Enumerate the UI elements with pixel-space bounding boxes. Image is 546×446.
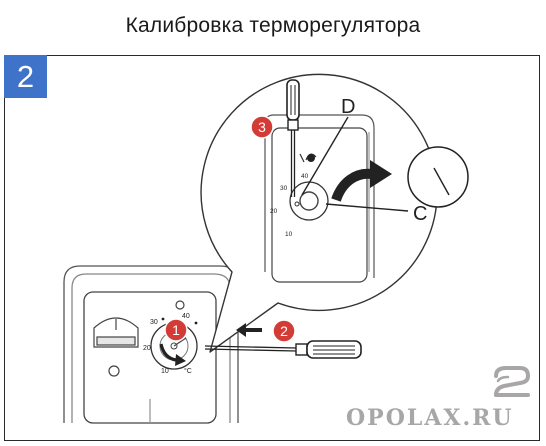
badge-1-label: 1: [172, 322, 180, 338]
step-number-badge: 2: [4, 55, 47, 98]
zoom-dial-mark-40: 40: [301, 173, 309, 180]
rotate-arrow-icon: [331, 168, 373, 202]
bulb-icon: [307, 154, 315, 162]
diagram-frame: [4, 55, 540, 441]
zoom-dial-mark-10: 10: [285, 231, 293, 238]
leader-d: [301, 116, 349, 196]
display-window: [93, 317, 139, 348]
screwdriver-icon: [286, 79, 300, 197]
step-badge-2: 2: [272, 319, 296, 343]
gauge-icon: [407, 146, 469, 208]
zoom-dial-mark-30: 30: [280, 185, 288, 192]
step-badge-3: 3: [250, 115, 274, 139]
leader-c: [325, 203, 409, 212]
dial-mark-30: 30: [150, 319, 158, 326]
dial-mark-10: 10: [161, 368, 169, 375]
screwdriver-icon: [204, 340, 362, 359]
label-c: C: [413, 203, 427, 225]
badge-2-label: 2: [280, 323, 288, 339]
label-d: D: [341, 96, 355, 118]
push-arrow-icon: [236, 323, 262, 337]
status-led: [108, 365, 120, 377]
dial-unit: °C: [184, 367, 192, 375]
step-badge-1: 1: [164, 318, 188, 342]
badge-3-label: 3: [258, 119, 266, 135]
dial-mark-20: 20: [143, 345, 151, 352]
watermark-logo-icon: [494, 366, 531, 397]
zoom-dial-mark-20: 20: [270, 208, 278, 215]
indicator-lamp: [175, 300, 185, 310]
rotate-arrow-icon: [159, 343, 177, 362]
watermark-text: OPOLAX.RU: [346, 405, 514, 431]
page-title: Калибровка терморегулятора: [125, 14, 421, 37]
dial-mark-40: 40: [182, 313, 190, 320]
